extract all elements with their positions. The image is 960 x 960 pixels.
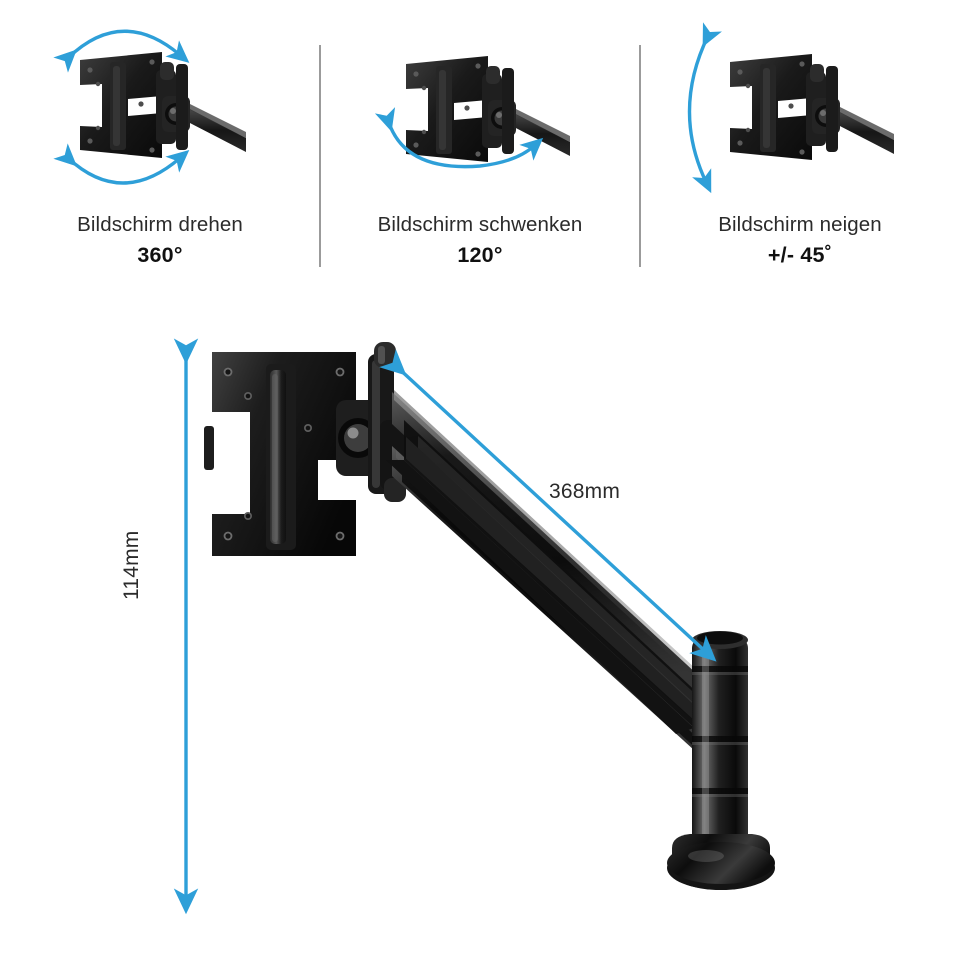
- feature-swivel-caption: Bildschirm schwenken 120°: [320, 212, 640, 269]
- feature-strip: Bildschirm drehen 360°: [0, 0, 960, 290]
- feature-rotate-caption: Bildschirm drehen 360°: [0, 212, 320, 269]
- feature-rotate: Bildschirm drehen 360°: [0, 0, 320, 290]
- dimension-label-height: 114mm: [120, 530, 143, 600]
- dimension-label-arm-reach: 368mm: [549, 480, 621, 503]
- monitor-swivel-icon: [320, 0, 640, 200]
- feature-rotate-label: Bildschirm drehen: [77, 213, 243, 236]
- feature-swivel-label: Bildschirm schwenken: [377, 213, 583, 236]
- feature-tilt-value: +/- 45˚: [767, 242, 833, 267]
- feature-tilt-caption: Bildschirm neigen +/- 45˚: [640, 212, 960, 269]
- monitor-rotate-icon: [0, 0, 320, 200]
- feature-swivel: Bildschirm schwenken 120°: [320, 0, 640, 290]
- monitor-tilt-icon: [640, 0, 960, 200]
- feature-divider-2: [639, 45, 641, 267]
- feature-divider-1: [319, 45, 321, 267]
- feature-swivel-value: 120°: [457, 242, 503, 267]
- feature-tilt-label: Bildschirm neigen: [718, 213, 882, 236]
- feature-tilt: Bildschirm neigen +/- 45˚: [640, 0, 960, 290]
- product-illustration: 368mm 114mm: [0, 300, 960, 960]
- feature-rotate-value: 360°: [137, 242, 183, 267]
